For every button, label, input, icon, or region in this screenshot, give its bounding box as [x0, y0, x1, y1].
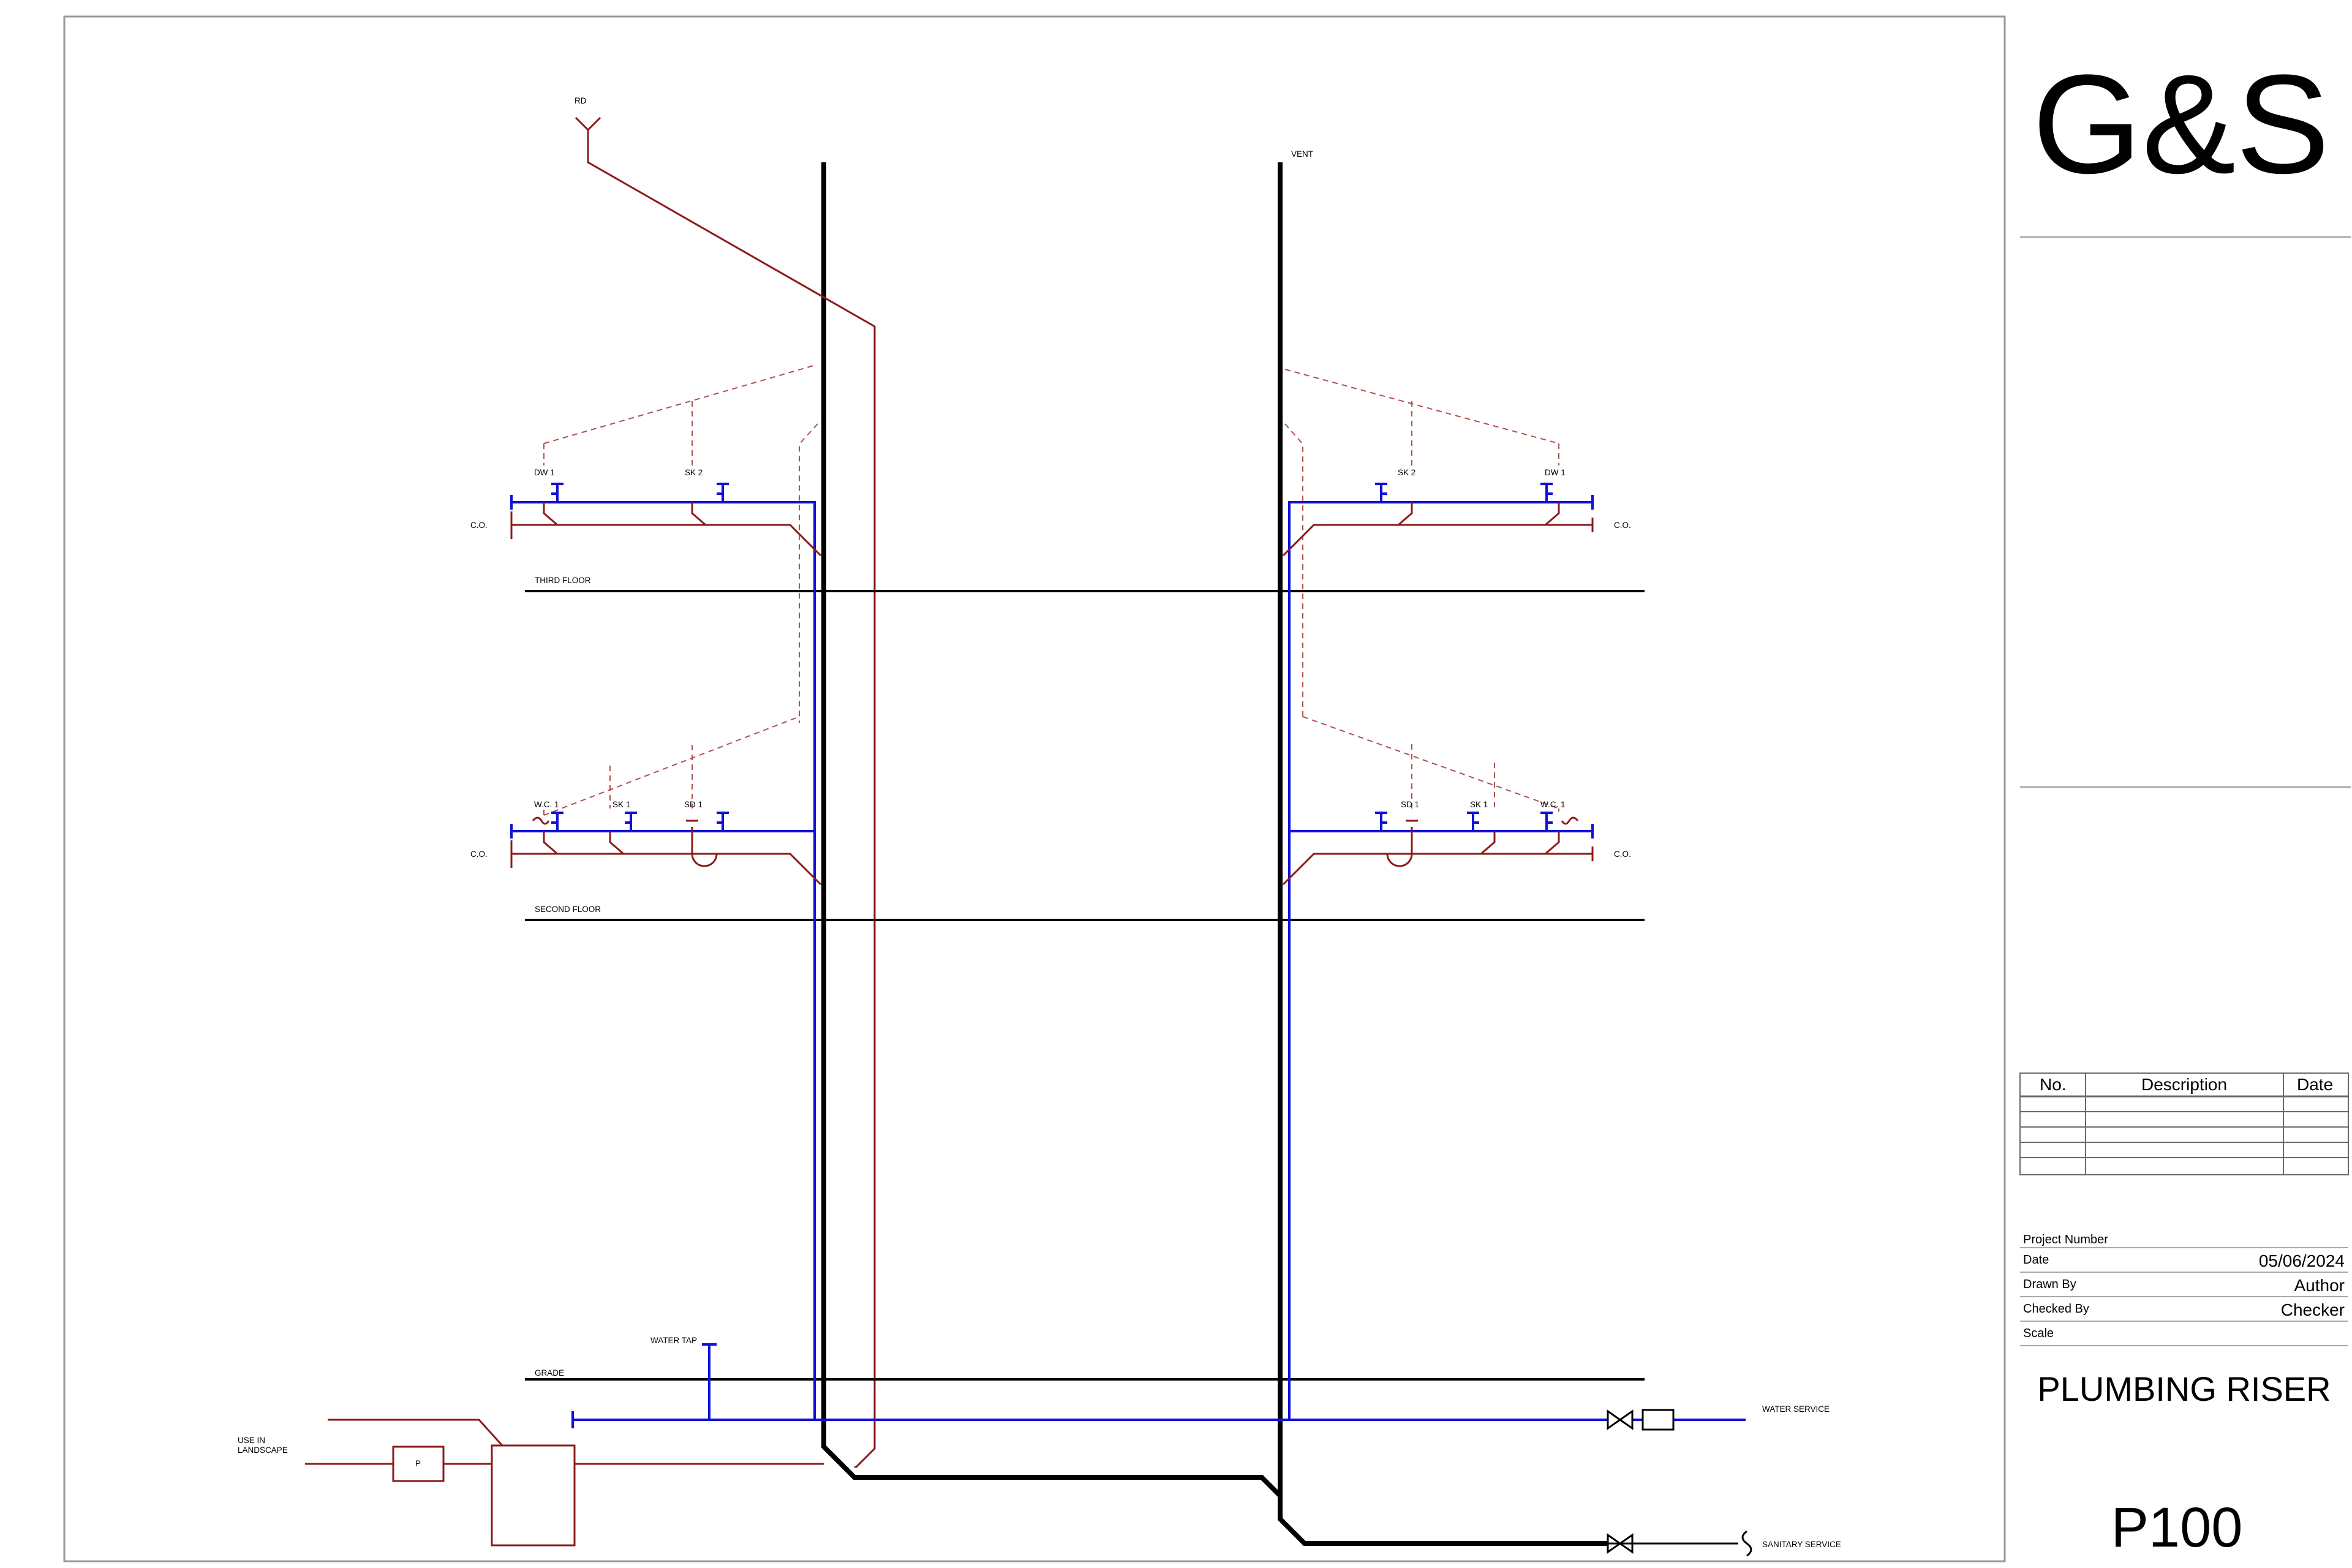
sanitary-service-label: SANITARY SERVICE [1762, 1540, 1841, 1549]
vent-dashed-lines [543, 365, 1559, 827]
vent-label: VENT [1291, 149, 1313, 159]
second-left-fixture-sd1: SD 1 [684, 800, 703, 809]
second-right-fixture-wc1: W.C. 1 [1540, 800, 1566, 809]
water-service-main [571, 1343, 1746, 1428]
water-meter-icon [1642, 1409, 1675, 1431]
sanitary-service-line [1607, 1530, 1752, 1557]
water-valve-icon [1607, 1409, 1634, 1430]
third-right-fixture-sk2: SK 2 [1398, 468, 1415, 477]
sanitary-valve-icon [1607, 1533, 1634, 1554]
third-floor-label: THIRD FLOOR [535, 576, 591, 585]
third-right-fixture-dw1: DW 1 [1545, 468, 1566, 477]
second-right-cleanout-label: C.O. [1614, 850, 1631, 859]
storage-tank [491, 1444, 576, 1547]
date-label: Date [2023, 1253, 2049, 1267]
second-floor-right-branch [1282, 812, 1594, 886]
water-service-label: WATER SERVICE [1762, 1404, 1830, 1414]
second-left-fixture-wc1: W.C. 1 [534, 800, 559, 809]
landscape-label: LANDSCAPE [238, 1446, 288, 1455]
wc-trap-icon [532, 816, 550, 825]
third-right-cleanout-label: C.O. [1614, 521, 1631, 530]
checked-by-label: Checked By [2023, 1302, 2089, 1316]
revision-header-description: Description [2141, 1075, 2227, 1094]
project-number-label: Project Number [2023, 1233, 2108, 1246]
revision-header-date: Date [2297, 1075, 2333, 1094]
roof-drain [575, 116, 876, 1468]
sheet-name: PLUMBING RISER [2037, 1370, 2331, 1408]
drawing-frame [63, 15, 2006, 1562]
date-value: 05/06/2024 [2259, 1251, 2345, 1270]
pump-label: P [415, 1459, 421, 1468]
second-right-fixture-sk1: SK 1 [1470, 800, 1488, 809]
second-left-cleanout-label: C.O. [470, 850, 488, 859]
third-floor-left-branch [510, 483, 822, 1420]
title-block: G&S No. Description Date Project Number … [2019, 45, 2351, 1559]
wc-trap-right-icon [1561, 816, 1579, 825]
sanitary-break-icon [1741, 1530, 1752, 1557]
second-floor-label: SECOND FLOOR [535, 905, 601, 914]
third-left-cleanout-label: C.O. [470, 521, 488, 530]
firm-logo: G&S [2032, 45, 2330, 203]
scale-label: Scale [2023, 1327, 2054, 1340]
revision-header-no: No. [2040, 1075, 2067, 1094]
waste-stack-left [821, 162, 1282, 1498]
checked-by-value: Checker [2281, 1300, 2345, 1319]
drawn-by-value: Author [2294, 1276, 2345, 1295]
grade-label: GRADE [535, 1368, 564, 1378]
sheet-number: P100 [2111, 1496, 2243, 1559]
rd-label: RD [575, 96, 587, 105]
second-right-fixture-sd1: SD 1 [1401, 800, 1419, 809]
second-left-fixture-sk1: SK 1 [612, 800, 630, 809]
third-left-fixture-dw1: DW 1 [534, 468, 555, 477]
drawn-by-label: Drawn By [2023, 1278, 2076, 1291]
vent-stack-right [1278, 162, 1608, 1546]
landscape-system [305, 1419, 824, 1547]
revision-table [2019, 1072, 2349, 1175]
third-left-fixture-sk2: SK 2 [685, 468, 703, 477]
use-in-label: USE IN [238, 1436, 265, 1445]
water-tap-label: WATER TAP [650, 1336, 697, 1345]
second-floor-left-branch [510, 812, 822, 886]
third-floor-right-branch [1282, 483, 1594, 1420]
